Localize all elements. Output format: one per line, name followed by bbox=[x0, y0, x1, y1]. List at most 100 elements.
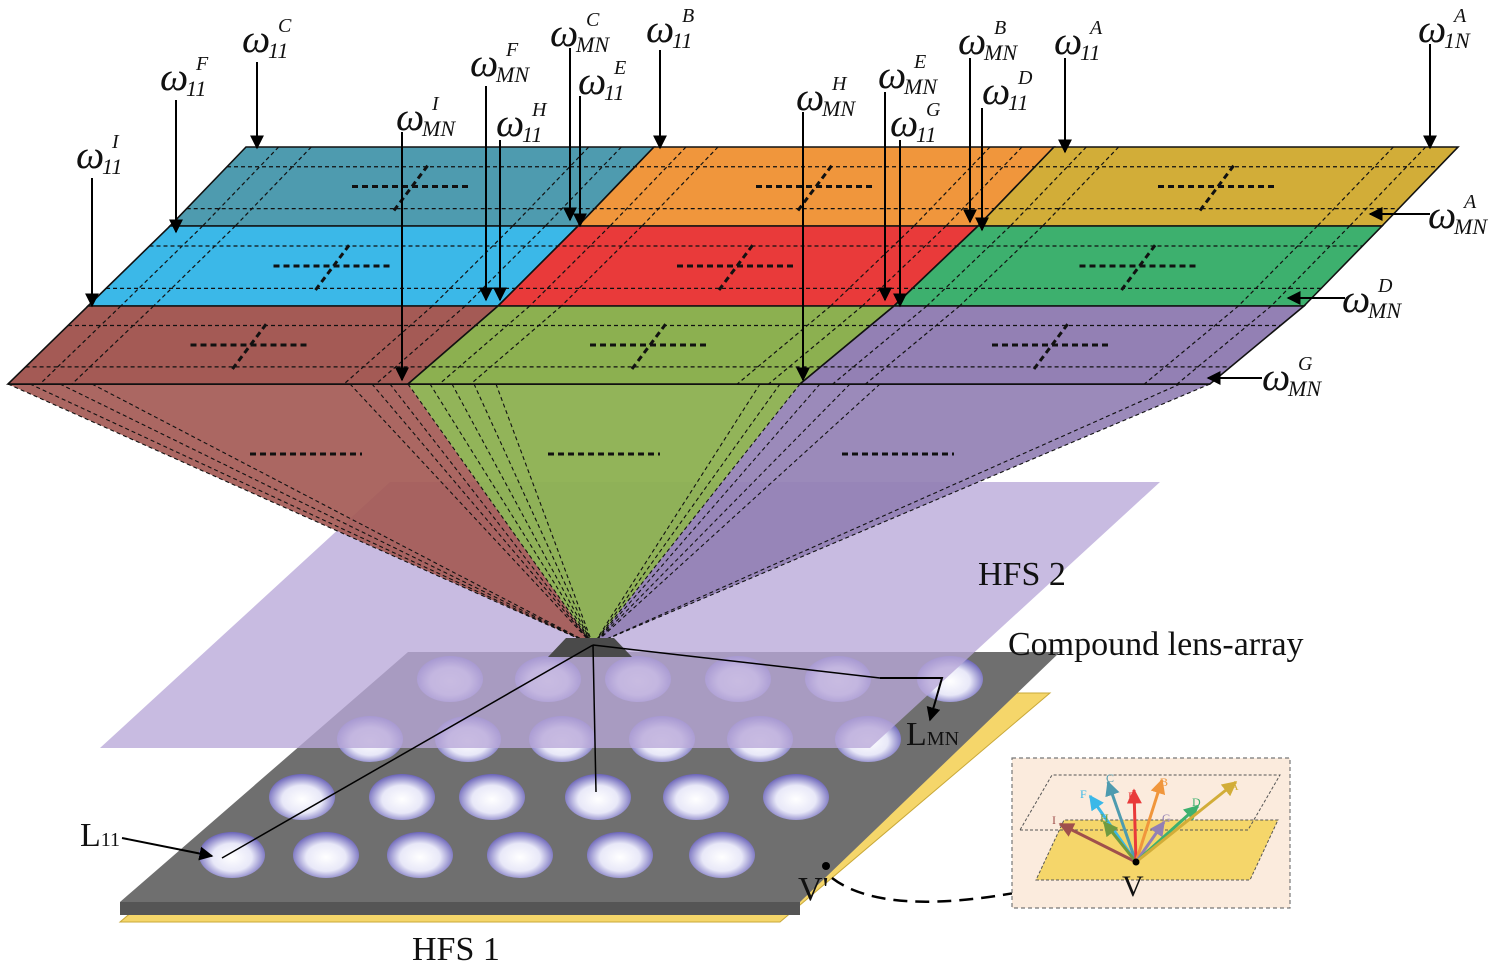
lens-3-3 bbox=[459, 774, 525, 820]
cone-ray-13 bbox=[592, 383, 781, 646]
grid-v-0-0-0 bbox=[202, 146, 280, 227]
lmn-main: L bbox=[906, 716, 927, 753]
grid-v-1-0-1 bbox=[153, 225, 236, 307]
svg-text:I: I bbox=[431, 93, 440, 115]
grid-v-2-2-1 bbox=[865, 305, 960, 385]
svg-text:ω: ω bbox=[878, 52, 906, 97]
svg-text:MN: MN bbox=[903, 74, 938, 99]
cone-ray-1 bbox=[29, 383, 594, 646]
grid-v-2-1-0 bbox=[438, 305, 531, 385]
svg-text:ω: ω bbox=[160, 54, 188, 99]
svg-text:ω: ω bbox=[76, 132, 104, 177]
cone-ray-0 bbox=[7, 383, 594, 646]
hfs2-label: HFS 2 bbox=[978, 556, 1066, 593]
panel-H-vdash bbox=[630, 320, 670, 370]
svg-text:E: E bbox=[613, 57, 626, 79]
inset-arrow-label-D: D bbox=[1192, 795, 1201, 809]
svg-text:11: 11 bbox=[1008, 90, 1028, 115]
inset-arrow-label-G: G bbox=[1162, 811, 1171, 825]
svg-text:F: F bbox=[195, 53, 209, 75]
inset-arrow-label-H: H bbox=[1100, 811, 1109, 825]
svg-text:11: 11 bbox=[916, 122, 936, 147]
cone-ray-9 bbox=[451, 383, 594, 646]
cone-ray-15 bbox=[592, 383, 821, 646]
weight-arrows bbox=[85, 44, 1437, 385]
l11-sub: 11 bbox=[101, 829, 120, 851]
grid-v-1-1-3 bbox=[861, 225, 947, 307]
svg-text:11: 11 bbox=[604, 80, 624, 105]
grid-v-2-1-1 bbox=[470, 305, 562, 385]
grid-v-0-1-2 bbox=[913, 146, 991, 227]
lens-3-6 bbox=[763, 774, 829, 820]
panel-C-vdash bbox=[392, 161, 432, 212]
grid-v-1-1-0 bbox=[529, 225, 611, 307]
ray-to-l11 bbox=[221, 644, 594, 859]
inset-arrow-label-E: E bbox=[1128, 789, 1135, 803]
inset-arrow-C bbox=[1105, 780, 1138, 863]
svg-text:1N: 1N bbox=[1444, 28, 1471, 53]
inset-arrow-A bbox=[1135, 780, 1238, 864]
grid-v-2-2-2 bbox=[1144, 305, 1239, 385]
svg-text:ω: ω bbox=[1428, 192, 1456, 237]
svg-text:H: H bbox=[831, 73, 848, 95]
grid-v-0-2-1 bbox=[1042, 146, 1120, 227]
cone-ray-4 bbox=[349, 383, 594, 646]
l11-arrow bbox=[121, 837, 214, 861]
panel-dashed-grid bbox=[25, 146, 1439, 385]
svg-text:MN: MN bbox=[1453, 214, 1488, 239]
l11-label: L11 bbox=[80, 817, 120, 854]
v-prime-label: V' bbox=[798, 871, 829, 908]
svg-text:MN: MN bbox=[421, 116, 456, 141]
grid-v-2-1-3 bbox=[768, 305, 863, 385]
svg-text:LMN: LMN bbox=[906, 716, 959, 753]
grid-v-1-2-1 bbox=[959, 225, 1044, 307]
grid-v-0-2-0 bbox=[1009, 146, 1087, 227]
grid-v-2-0-2 bbox=[343, 305, 433, 385]
lens-3-1 bbox=[269, 774, 335, 820]
svg-text:C: C bbox=[586, 9, 600, 31]
cone-ray-2 bbox=[59, 383, 594, 646]
cone-ray-6 bbox=[389, 383, 594, 646]
v-link-curve bbox=[831, 863, 1124, 903]
svg-text:MN: MN bbox=[495, 62, 530, 87]
weight-labels: ω11Iω11Fω11CωMNIωMNFω11HωMNCω11Eω11BωMNH… bbox=[76, 5, 1488, 401]
cone-left-face bbox=[8, 384, 593, 645]
cone-ray-11 bbox=[495, 383, 594, 646]
panel-E-vdash bbox=[717, 241, 757, 291]
compound-lens-array-label: Compound lens-array bbox=[1008, 626, 1304, 663]
panel-D-vdash bbox=[1120, 241, 1159, 291]
inset-arrow-B bbox=[1134, 778, 1166, 863]
svg-text:11: 11 bbox=[1080, 40, 1100, 65]
ray-to-center-lens bbox=[592, 644, 597, 793]
panel-G-vdash bbox=[1032, 320, 1072, 370]
svg-text:B: B bbox=[682, 5, 694, 27]
ray-to-lmn bbox=[592, 644, 881, 679]
inset-arrow-label-I: I bbox=[1052, 813, 1056, 827]
grid-v-2-0-0 bbox=[39, 305, 122, 385]
l11-main: L bbox=[80, 817, 101, 854]
grid-v-0-1-3 bbox=[945, 146, 1023, 227]
lens-3-2 bbox=[369, 774, 435, 820]
cone-ray-5 bbox=[371, 383, 594, 646]
grid-v-2-0-1 bbox=[71, 305, 155, 385]
lens-3-4 bbox=[565, 774, 631, 820]
inset-arrow-G bbox=[1134, 820, 1166, 863]
svg-text:ω: ω bbox=[396, 94, 424, 139]
grid-v-2-2-3 bbox=[1176, 305, 1272, 385]
lens-4-5 bbox=[587, 832, 653, 878]
svg-text:11: 11 bbox=[102, 154, 122, 179]
cone-right-face bbox=[593, 384, 1210, 645]
cone-ray-10 bbox=[473, 383, 594, 646]
